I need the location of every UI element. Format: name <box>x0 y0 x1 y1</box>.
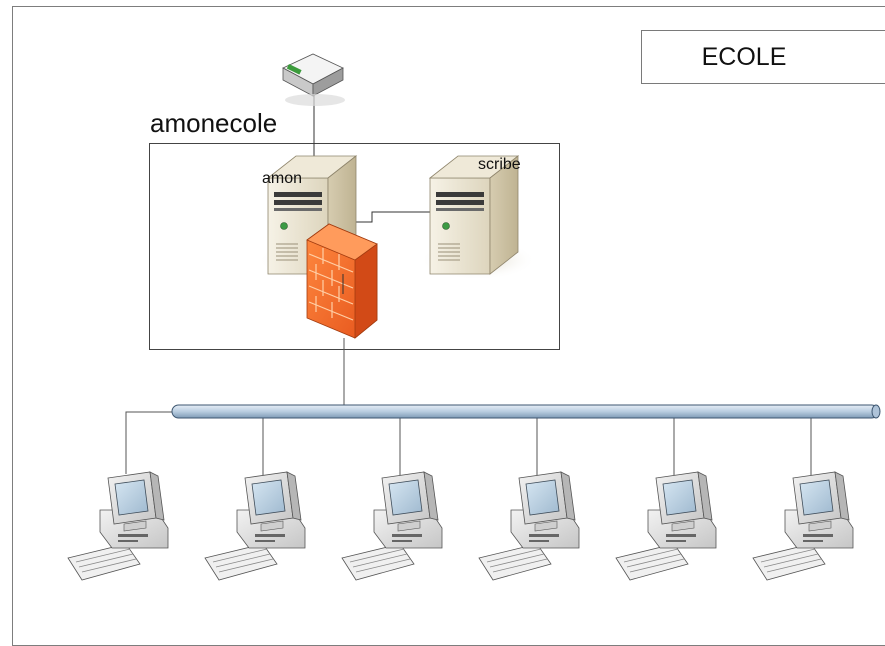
amonecole-zone-box <box>149 143 560 350</box>
server-icon <box>419 155 537 281</box>
workstation-links <box>125 411 812 476</box>
amon-label: amon <box>262 170 303 187</box>
workstation-icon <box>341 471 443 581</box>
workstation-icon <box>478 471 580 581</box>
amonecole-zone-label: amonecole <box>150 108 278 138</box>
site-label-box <box>641 30 885 84</box>
workstation-icon <box>204 471 306 581</box>
firewall-icon <box>306 223 378 339</box>
workstation-icon <box>615 471 717 581</box>
scribe-label: scribe <box>478 156 521 173</box>
workstation-icon <box>752 471 854 581</box>
site-label: ECOLE <box>701 43 787 71</box>
network-bus <box>171 404 881 419</box>
router-icon <box>282 53 345 106</box>
workstation-icon <box>67 471 169 581</box>
